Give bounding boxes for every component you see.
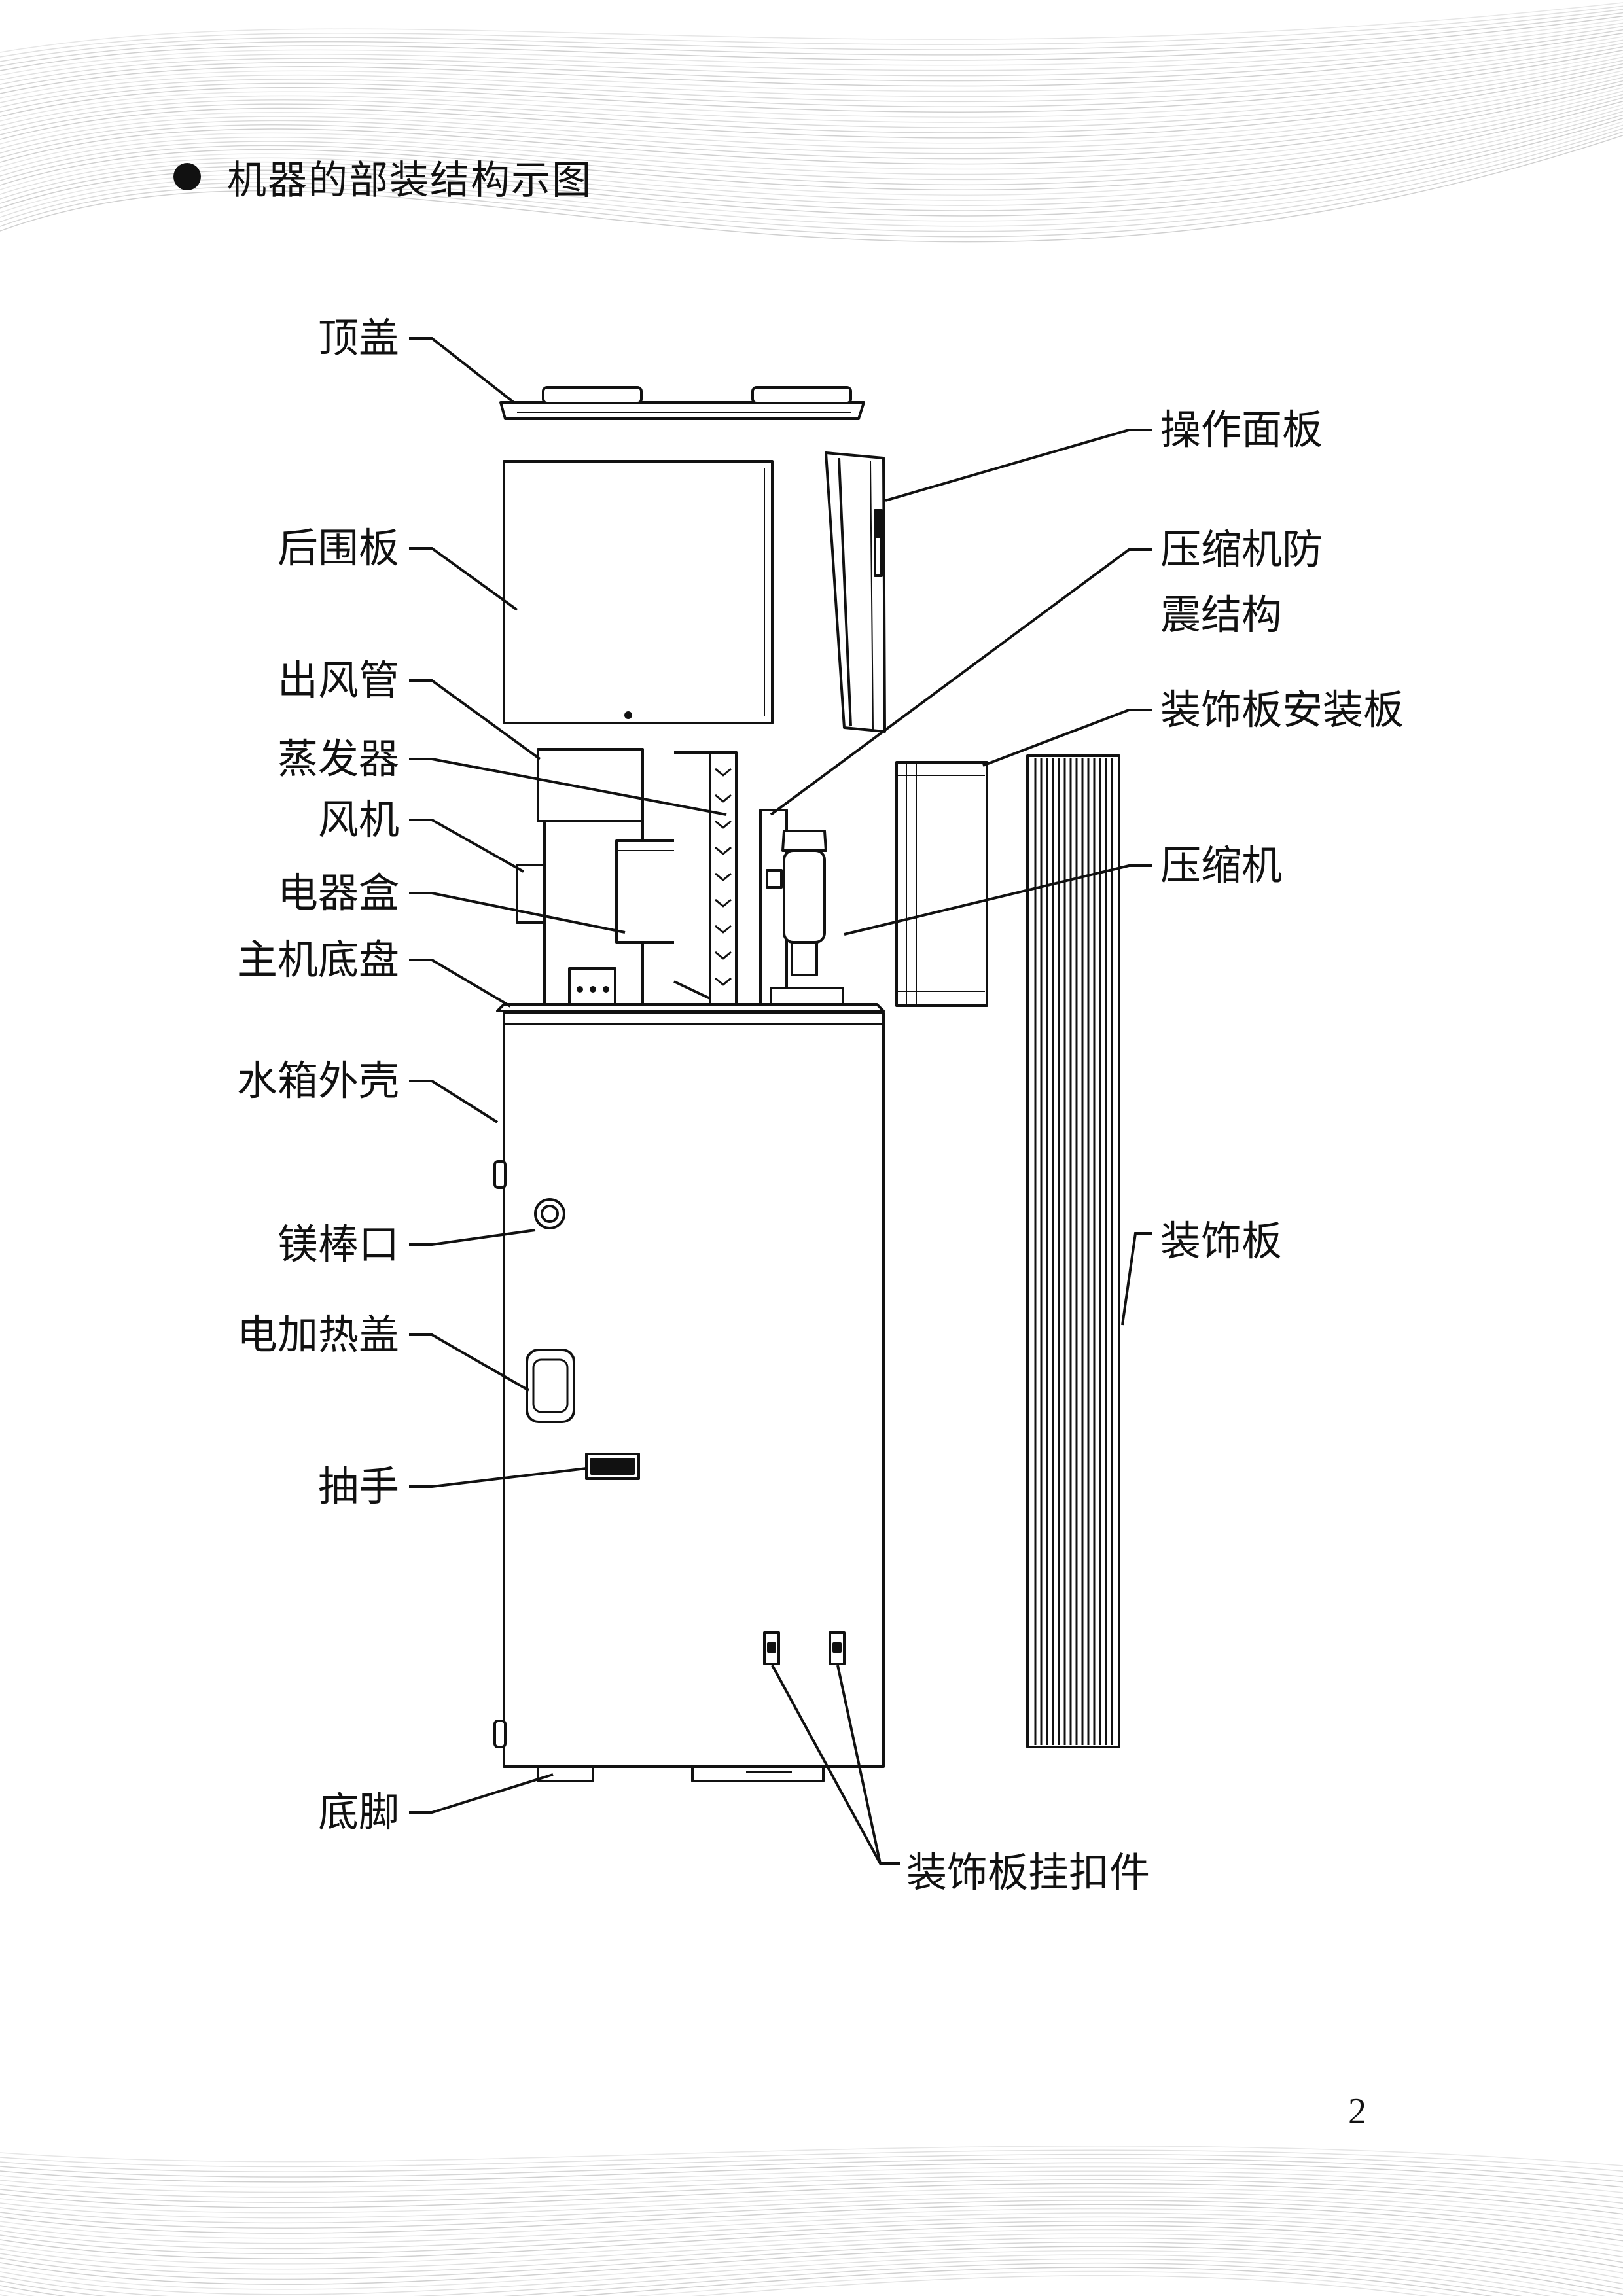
decorative-waves-bottom: [0, 2146, 1623, 2296]
label-magnesium-rod-port: 镁棒口: [277, 1220, 399, 1268]
air-outlet-duct-shape: [537, 748, 644, 822]
label-compressor: 压缩机: [1160, 841, 1283, 889]
section-title: 机器的部装结构示图: [227, 157, 592, 203]
section-heading: 机器的部装结构示图: [173, 147, 592, 206]
label-evaporator: 蒸发器: [277, 735, 399, 783]
label-air-outlet-duct: 出风管: [277, 656, 399, 704]
label-handle: 抽手: [317, 1462, 399, 1510]
label-decor-panel-hook: 装饰板挂扣件: [906, 1848, 1150, 1896]
page-number: 2: [1348, 2091, 1366, 2132]
decor-panel-part: [1026, 754, 1120, 1748]
label-control-panel: 操作面板: [1160, 406, 1323, 453]
compressor-body-shape: [783, 849, 826, 944]
label-electric-box: 电器盒: [277, 869, 399, 917]
rear-panel-part: [503, 460, 774, 724]
decorative-waves-top: [0, 2, 1623, 243]
foot-shape-left: [537, 1765, 594, 1782]
foot-shape-right: [691, 1765, 825, 1782]
main-chassis-shape: [496, 1003, 885, 1012]
label-main-chassis: 主机底盘: [236, 936, 399, 983]
label-fan: 风机: [317, 796, 399, 843]
label-electric-heater-cover: 电加热盖: [236, 1311, 399, 1358]
label-top-cover: 顶盖: [317, 314, 399, 362]
upper-unit: [496, 748, 885, 1012]
black-dot-icon: [173, 163, 201, 190]
label-foot: 底脚: [317, 1788, 399, 1836]
label-compressor-antivibration-2: 震结构: [1160, 591, 1283, 639]
label-rear-panel: 后围板: [277, 524, 399, 572]
leader-lines: [409, 337, 1152, 1865]
tank-shell-part: [493, 1012, 885, 1782]
label-decor-panel: 装饰板: [1160, 1217, 1283, 1265]
control-panel-part: [825, 451, 886, 733]
decor-panel-mount-part: [895, 761, 988, 1007]
label-decor-panel-mount: 装饰板安装板: [1160, 686, 1404, 733]
top-cover-part: [499, 386, 865, 420]
label-tank-shell: 水箱外壳: [236, 1057, 399, 1104]
label-compressor-antivibration-1: 压缩机防: [1160, 525, 1323, 573]
evaporator-fins-shape: [709, 751, 738, 1012]
